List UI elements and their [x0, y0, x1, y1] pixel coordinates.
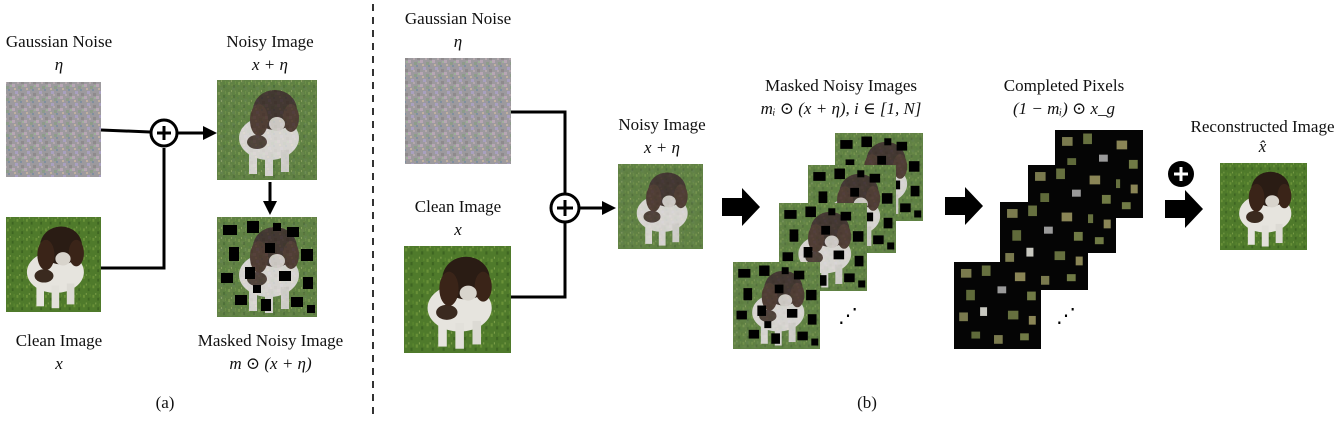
a-caption: (a): [155, 393, 175, 412]
b-clean-connector: [511, 223, 567, 299]
svg-text:⋰: ⋰: [1056, 303, 1076, 327]
b-caption: (b): [857, 393, 877, 412]
b-recon-math: x̂: [1258, 137, 1267, 156]
b-completed-label: Completed Pixels: [1003, 76, 1125, 95]
a-clean-connector: [101, 148, 166, 270]
a-clean-label: Clean Image: [15, 331, 103, 350]
a-noise-math: η: [54, 55, 64, 74]
a-noisy-math: x + η: [252, 55, 288, 74]
a-clean-math: x: [55, 354, 63, 373]
b-noise-label: Gaussian Noise: [404, 9, 512, 28]
a-masked-image: [217, 217, 317, 317]
a-noisy-image: [217, 80, 317, 180]
b-noise-math: η: [453, 32, 463, 51]
b-recon-label: Reconstructed Image: [1190, 117, 1335, 136]
b-masked-math: mᵢ ⊙ (x + η), i ∈ [1, N]: [760, 99, 922, 118]
a-masked-math: m ⊙ (x + η): [229, 354, 312, 373]
b-noisy-math: x + η: [644, 138, 680, 157]
a-noisy-label: Noisy Image: [226, 32, 314, 51]
b-noisy-image: [618, 164, 703, 249]
svg-text:⋰: ⋰: [838, 303, 858, 327]
a-noise-image: [6, 82, 101, 177]
b-masked-label: Masked Noisy Images: [764, 76, 918, 95]
a-clean-image: [6, 217, 102, 312]
b-noise-connector: [511, 110, 567, 193]
b-completed-stack: ⋰: [954, 130, 1143, 349]
b-arrow-3: [1165, 190, 1203, 228]
b-completed-math: (1 − mᵢ) ⊙ x_g: [1012, 99, 1116, 118]
a-noise-connector: [100, 128, 151, 134]
b-masked-stack: ⋰: [733, 133, 923, 349]
b-arrow-1: [722, 188, 760, 226]
b-arrow-2: [945, 187, 983, 225]
a-noise-label: Gaussian Noise: [5, 32, 113, 51]
b-noisy-label: Noisy Image: [618, 115, 706, 134]
b-noise-image: [405, 58, 511, 164]
b-reconstructed-image: [1220, 163, 1307, 250]
b-clean-math: x: [454, 220, 462, 239]
b-clean-label: Clean Image: [414, 197, 502, 216]
a-masked-label: Masked Noisy Image: [197, 331, 344, 350]
b-clean-image: [404, 246, 511, 353]
